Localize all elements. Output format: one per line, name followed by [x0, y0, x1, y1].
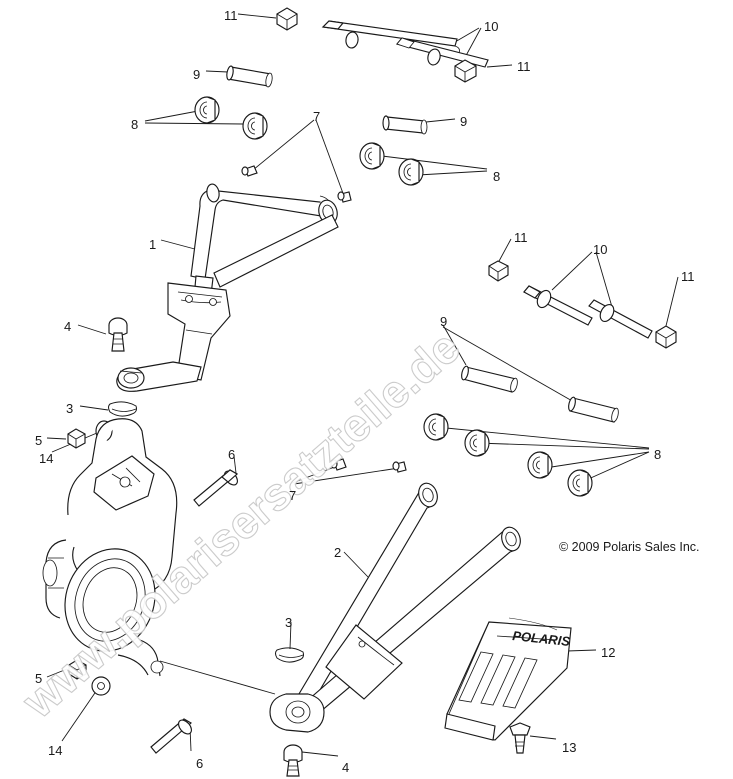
- brand-badge: POLARIS: [512, 628, 571, 649]
- part-8-upper-left-b: [242, 112, 268, 140]
- part-8-lower-d: [567, 469, 593, 497]
- part-9-upper-right: [382, 115, 428, 135]
- callout-8-upper-right: 8: [493, 169, 501, 184]
- callout-10-top: 10: [484, 19, 499, 34]
- callout-2-lower-arm: 2: [334, 545, 342, 560]
- part-11-top-right: [454, 59, 477, 83]
- callout-6-upper: 6: [228, 447, 236, 462]
- callout-3-upper: 3: [66, 401, 74, 416]
- part-2-lower-control-arm: [269, 482, 521, 733]
- part-7-upper-b: [337, 191, 352, 203]
- part-7-mid-b: [392, 461, 407, 473]
- part-6-upper-bolt: [193, 469, 239, 507]
- part-3-lower-seal: [275, 647, 304, 663]
- callout-3-lower: 3: [285, 615, 293, 630]
- callout-14-upper: 14: [39, 451, 54, 466]
- part-8-lower-a: [423, 413, 449, 441]
- callout-9-upper-left: 9: [193, 67, 201, 82]
- callout-4-lower: 4: [342, 760, 350, 775]
- callout-5-lower: 5: [35, 671, 43, 686]
- part-10-mid-a: [523, 285, 593, 326]
- callout-14-lower: 14: [48, 743, 63, 758]
- part-13-bolt: [509, 722, 531, 754]
- callout-7-mid: 7: [289, 488, 297, 503]
- part-11-mid-right: [655, 325, 677, 349]
- callout-11-mid-right: 11: [681, 269, 695, 284]
- part-1-upper-control-arm: [116, 183, 339, 392]
- part-9-left: [226, 65, 273, 88]
- part-8-upper-right-b: [398, 158, 424, 186]
- part-7-upper-a: [241, 165, 258, 177]
- callout-5-upper: 5: [35, 433, 43, 448]
- callout-11-top-right: 11: [517, 59, 531, 74]
- part-8-upper-left-a: [194, 96, 220, 124]
- part-12-skid-plate: [444, 617, 572, 741]
- part-4-ball-joint-upper: [108, 317, 128, 352]
- brand-badge-text: POLARIS: [512, 628, 571, 649]
- callout-8-upper-left: 8: [131, 117, 139, 132]
- leader-lines: [46, 13, 679, 757]
- part-11-mid-left: [488, 260, 509, 282]
- part-7-mid-a: [330, 458, 347, 471]
- callout-11-mid-left: 11: [514, 230, 528, 245]
- callout-13-bolt: 13: [562, 740, 577, 755]
- part-10-mid-b: [588, 299, 653, 339]
- callout-7-upper: 7: [313, 109, 321, 124]
- part-6-lower-bolt: [150, 718, 192, 754]
- part-4-ball-joint-lower: [283, 744, 303, 777]
- callout-10-mid: 10: [593, 242, 608, 257]
- callout-9-mid: 9: [440, 314, 448, 329]
- callout-11-top-left: 11: [224, 8, 238, 23]
- callout-12-skid-plate: 12: [601, 645, 616, 660]
- part-8-upper-right-a: [359, 142, 385, 170]
- callout-8-lower: 8: [654, 447, 662, 462]
- part-knuckle-hub: [42, 401, 178, 696]
- part-10-top: [321, 20, 460, 54]
- part-8-lower-c: [527, 451, 553, 479]
- copyright-notice: © 2009 Polaris Sales Inc.: [559, 540, 700, 554]
- callout-6-lower: 6: [196, 756, 204, 771]
- part-9-mid-a: [461, 365, 518, 393]
- part-8-lower-b: [464, 429, 490, 457]
- callout-9-upper-right: 9: [460, 114, 468, 129]
- callout-1-upper-arm: 1: [149, 237, 157, 252]
- part-11-top-left: [276, 7, 298, 31]
- part-9-mid-b: [568, 396, 619, 423]
- callout-4-upper: 4: [64, 319, 72, 334]
